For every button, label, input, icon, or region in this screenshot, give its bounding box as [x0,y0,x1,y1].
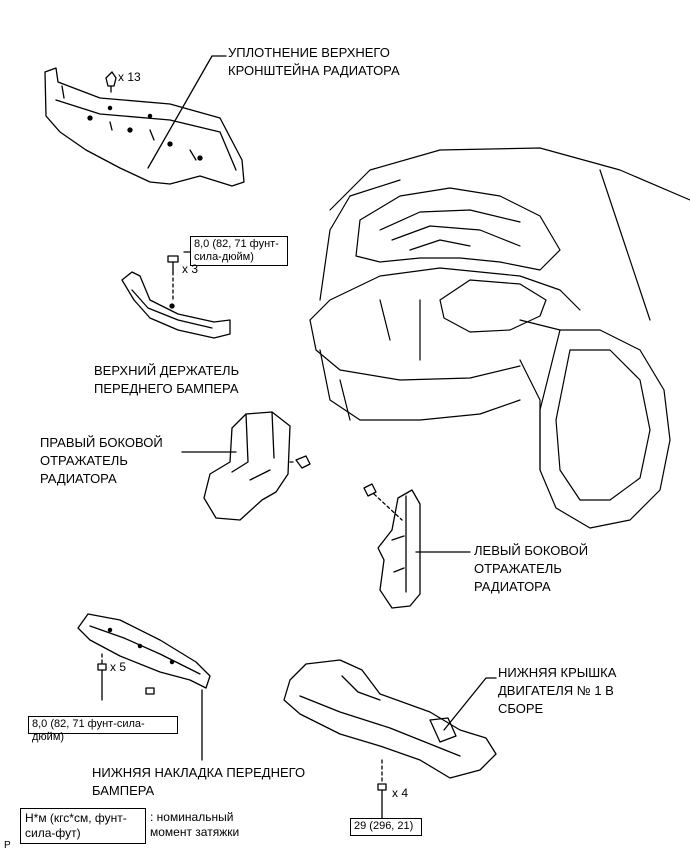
corner-mark: P [4,840,11,851]
bumper-lower-part [77,613,211,689]
bumper-lower-label: НИЖНЯЯ НАКЛАДКА ПЕРЕДНЕГО БАМПЕРА [92,765,306,798]
seal-leader [147,55,227,169]
seal-clip-icon [105,71,117,93]
seal-clip-count: x 13 [118,70,141,84]
holder-bolt-count: x 3 [182,262,199,276]
bumper-holder-part [121,271,231,339]
right-deflector-label: ПРАВЫЙ БОКОВОЙ ОТРАЖАТЕЛЬ РАДИАТОРА [40,435,163,486]
torque-legend-text: : номинальный момент затяжки [150,810,240,839]
left-deflector-part [363,483,421,609]
holder-bolt-icon [167,255,179,273]
vehicle-front-illustration [309,147,690,529]
engine-cover-part [283,659,497,779]
radiator-seal-label: УПЛОТНЕНИЕ ВЕРХНЕГО КРОНШТЕЙНА РАДИАТОРА [228,45,400,78]
engine-cover-label: НИЖНЯЯ КРЫШКА ДВИГАТЕЛЯ № 1 В СБОРЕ [498,665,617,716]
left-deflector-label: ЛЕВЫЙ БОКОВОЙ ОТРАЖАТЕЛЬ РАДИАТОРА [474,543,589,594]
lower-bolt-count: x 5 [110,660,127,674]
cover-torque-box: 29 (296, 21) [350,818,422,836]
lower-torque-box: 8,0 (82, 71 фунт-сила-дюйм) [28,716,178,743]
engine-cover-leader [443,677,497,731]
cover-bolt-icon [377,759,387,819]
cover-bolt-count: x 4 [392,786,409,800]
right-deflector-part [203,411,311,521]
holder-torque-box: 8,0 (82, 71 фунт- сила-дюйм) [190,236,288,266]
radiator-seal-part [44,67,245,187]
lower-bolt-icon [97,653,155,701]
torque-legend-box: Н*м (кгс*см, фунт- сила-фут) [20,808,146,844]
bumper-holder-label: ВЕРХНИЙ ДЕРЖАТЕЛЬ ПЕРЕДНЕГО БАМПЕРА [94,363,240,396]
